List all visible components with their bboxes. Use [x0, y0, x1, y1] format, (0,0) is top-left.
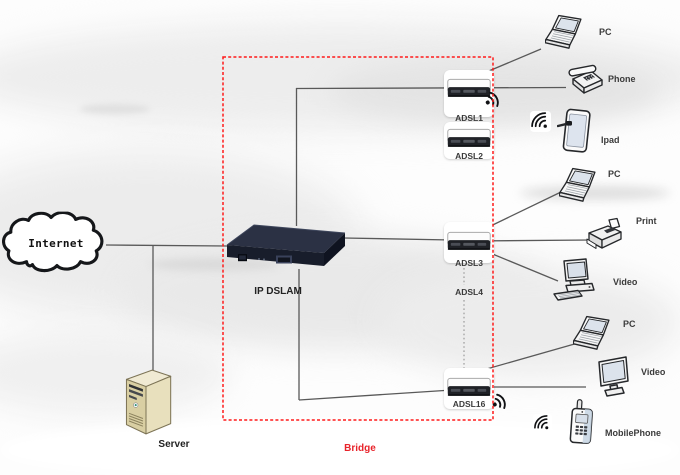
- line-trunk-to-adsl1-and-phone: [295, 86, 567, 90]
- pc-mid-label: PC: [608, 169, 621, 179]
- modem-adsl3: ADSL3: [444, 222, 494, 270]
- line-internet-to-dslam: [105, 244, 228, 247]
- adsl-modem-icon: [447, 231, 491, 252]
- tablet-icon: [556, 108, 594, 156]
- internet-label: Internet: [28, 237, 84, 250]
- desktop-computer-icon: [552, 257, 600, 304]
- laptop-icon: [573, 313, 619, 355]
- phone-label: Phone: [608, 74, 636, 84]
- printer-icon: [584, 217, 626, 253]
- wireless-transmit-icon: [483, 90, 500, 111]
- mobile-phone-icon: [568, 399, 598, 447]
- internet-node: Internet: [2, 210, 110, 276]
- line-trunk-to-adsl16: [298, 389, 453, 401]
- adsl16-label: ADSL16: [452, 399, 486, 409]
- ip-dslam-label: IP DSLAM: [254, 286, 302, 297]
- print-label: Print: [636, 216, 657, 226]
- ip-dslam-device-icon: [224, 220, 348, 272]
- adsl3-label: ADSL3: [455, 258, 483, 268]
- pc-top-label: PC: [599, 27, 612, 37]
- server-label: Server: [158, 439, 190, 450]
- laptop-icon: [559, 165, 605, 207]
- wifi-signal-icon: [533, 414, 552, 433]
- modem-adsl2: ADSL2: [444, 122, 494, 162]
- desk-phone-icon: [566, 62, 606, 98]
- server-tower-icon: [116, 366, 176, 438]
- adsl-modem-icon: [447, 128, 491, 149]
- video-mid-label: Video: [613, 277, 638, 287]
- adsl2-label: ADSL2: [455, 151, 483, 161]
- wireless-transmit-icon: [490, 392, 507, 413]
- monitor-icon: [595, 356, 633, 400]
- ipad-label: Ipad: [601, 135, 620, 145]
- adsl-modem-icon: [447, 377, 491, 398]
- bridge-label: Bridge: [344, 443, 376, 454]
- pc-bottom-label: PC: [623, 319, 636, 329]
- laptop-icon: [545, 12, 591, 54]
- video-bottom-label: Video: [641, 367, 666, 377]
- wifi-signal-icon: [530, 111, 551, 132]
- mobilephone-label: MobilePhone: [605, 428, 661, 438]
- line-dslam-to-adsl3: [343, 237, 453, 241]
- modem-adsl16: ADSL16: [444, 368, 494, 412]
